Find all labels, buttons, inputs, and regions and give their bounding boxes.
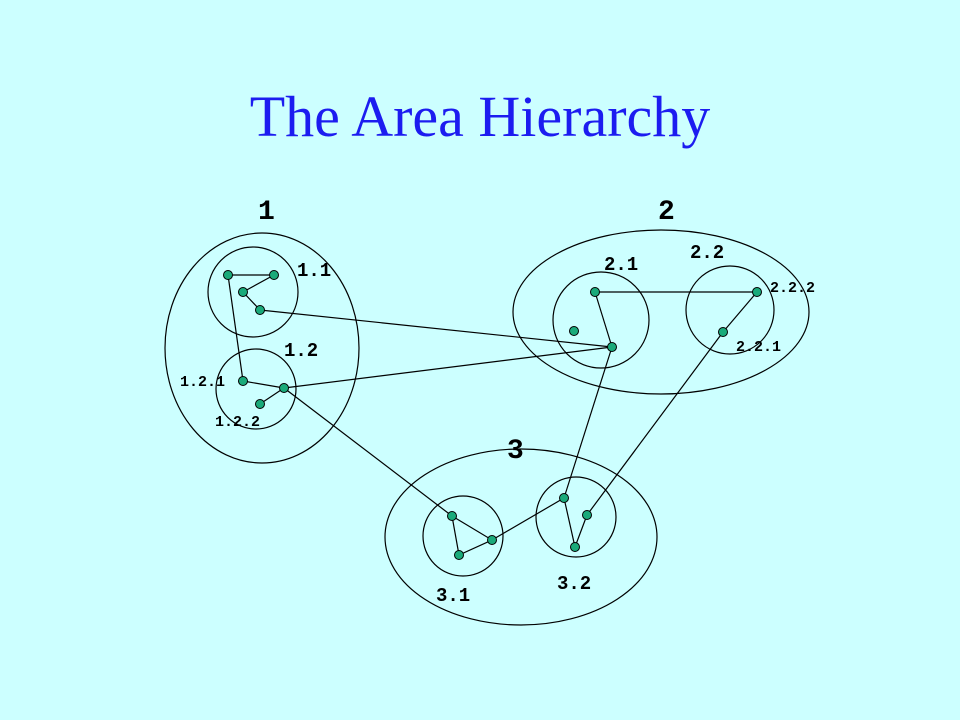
page-title: The Area Hierarchy — [249, 84, 711, 149]
area-3-1-label: 3.1 — [436, 585, 470, 607]
area-1-2-boundary — [215, 348, 297, 430]
router-node — [238, 376, 248, 386]
router-node — [607, 342, 617, 352]
router-node — [238, 287, 248, 297]
router-node — [447, 511, 457, 521]
area-2-2-2-label: 2.2.2 — [770, 280, 815, 297]
area-3-1-boundary — [422, 495, 504, 577]
router-node — [582, 510, 592, 520]
area-1-2-2-label: 1.2.2 — [215, 414, 260, 431]
area-1-1-label: 1.1 — [297, 260, 331, 282]
router-node — [223, 270, 233, 280]
link-1-1-to-1-2 — [227, 274, 244, 382]
area-2-2-1-label: 2.2.1 — [736, 339, 781, 356]
router-node — [559, 493, 569, 503]
link-area-1-1 — [228, 274, 275, 311]
area-3-2-boundary — [535, 476, 617, 558]
link-area-3-1 — [451, 515, 494, 556]
area-2-1-boundary — [552, 271, 650, 369]
area-1-label: 1 — [258, 197, 275, 228]
area-2-2-label: 2.2 — [690, 242, 724, 264]
area-2-2-boundary — [685, 265, 775, 355]
link-2-2-to-3-2 — [586, 331, 724, 516]
area-1-2-label: 1.2 — [284, 340, 318, 362]
link-3-1-to-3-2 — [491, 497, 565, 541]
area-1-2-1-label: 1.2.1 — [180, 374, 225, 391]
area-1-boundary — [164, 232, 360, 464]
area-2-boundary — [512, 229, 810, 395]
link-2-1-to-3-2 — [563, 346, 613, 499]
router-node — [590, 287, 600, 297]
area-2-label: 2 — [658, 197, 675, 228]
router-node — [487, 535, 497, 545]
area-3-label: 3 — [507, 436, 524, 467]
router-node — [279, 383, 289, 393]
link-area-2-1 — [594, 291, 613, 348]
router-node — [570, 542, 580, 552]
link-1-2-to-2-1 — [283, 346, 613, 389]
links — [227, 274, 758, 556]
area-2-1-label: 2.1 — [604, 254, 638, 276]
link-area-2-2 — [722, 291, 758, 333]
router-node — [569, 326, 579, 336]
router-node — [454, 550, 464, 560]
nodes — [223, 270, 762, 560]
area-3-2-label: 3.2 — [557, 573, 591, 595]
link-area-3-2 — [563, 497, 588, 550]
area-3-boundary — [384, 448, 658, 626]
link-1-2-to-3-1 — [283, 387, 453, 517]
area-1-1-boundary — [207, 246, 299, 338]
router-node — [269, 270, 279, 280]
link-1-1-to-2-1 — [259, 309, 613, 348]
router-node — [752, 287, 762, 297]
router-node — [255, 305, 265, 315]
router-node — [718, 327, 728, 337]
router-node — [255, 399, 265, 409]
